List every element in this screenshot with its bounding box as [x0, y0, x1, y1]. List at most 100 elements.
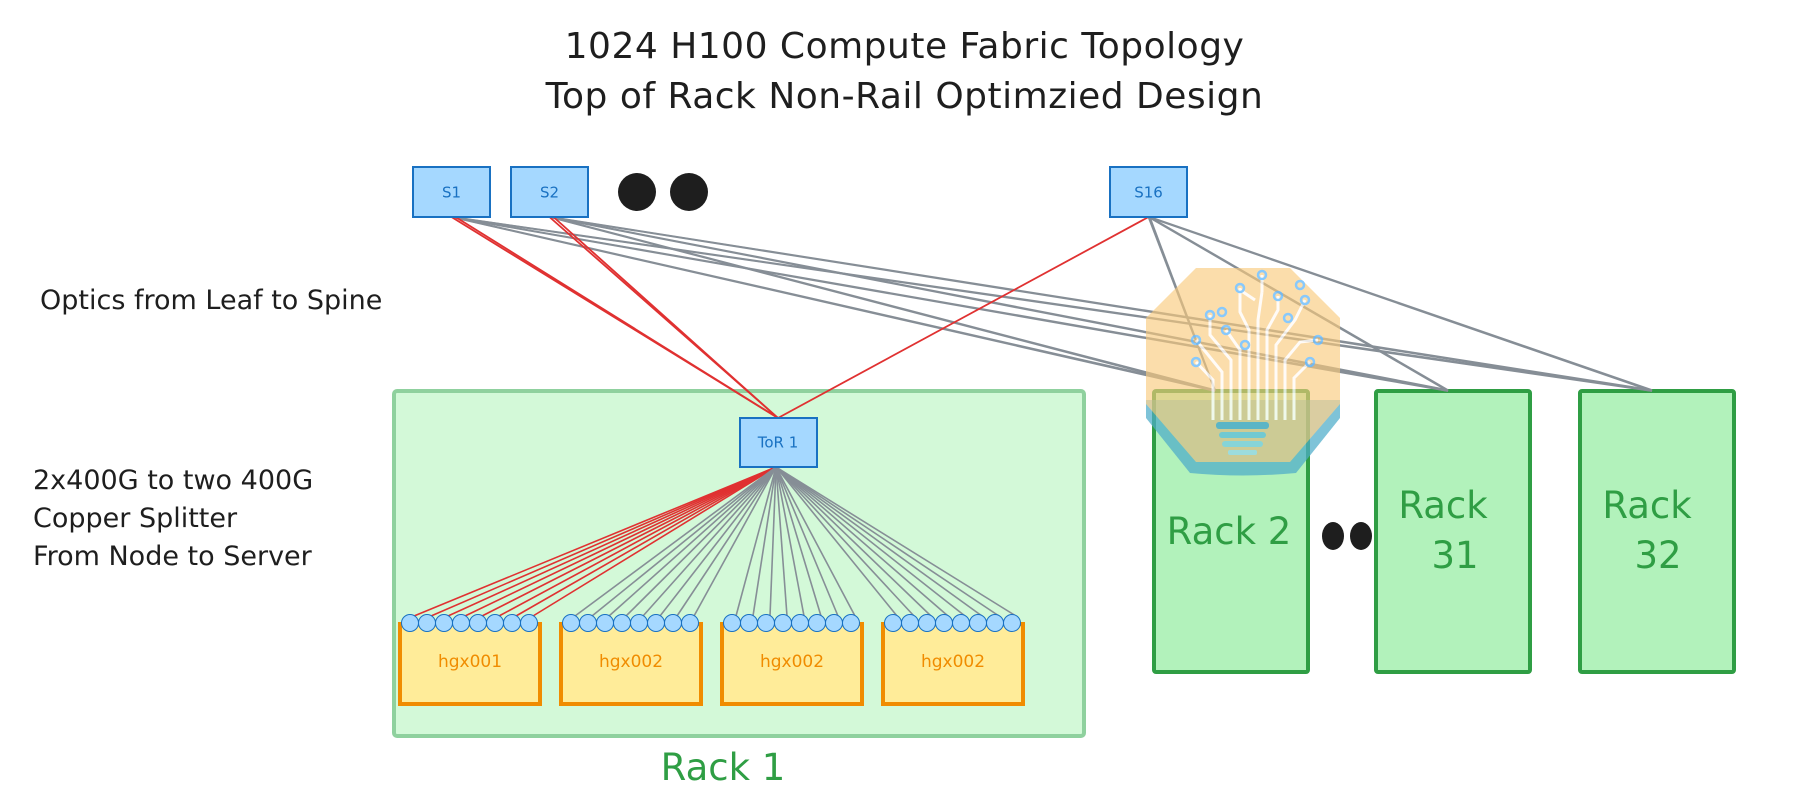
server-port[interactable] — [918, 614, 936, 632]
diagram-title-line2: Top of Rack Non-Rail Optimzied Design — [545, 76, 1264, 117]
server-port[interactable] — [596, 614, 614, 632]
server-port[interactable] — [579, 614, 597, 632]
server-port[interactable] — [486, 614, 504, 632]
spine-label-s16: S16 — [1134, 184, 1163, 202]
spine-to-rack2-link — [452, 216, 1216, 391]
server-port[interactable] — [1003, 614, 1021, 632]
spine-to-rack32-link — [452, 216, 1653, 391]
rack31-label-line1: Rack — [1398, 484, 1488, 527]
copper-annotation-line2: Copper Splitter — [33, 503, 238, 534]
server-port[interactable] — [969, 614, 987, 632]
server-label: hgx002 — [921, 652, 985, 672]
server-port[interactable] — [418, 614, 436, 632]
spine-to-rack2-link — [550, 216, 1216, 391]
spine-label-s1: S1 — [442, 184, 461, 202]
spine-to-tor1-link — [552, 216, 779, 419]
server-port[interactable] — [901, 614, 919, 632]
tor-to-server-link — [775, 466, 822, 617]
server-port[interactable] — [952, 614, 970, 632]
server-hgx002[interactable]: hgx002 — [720, 614, 864, 706]
server-box[interactable] — [398, 622, 542, 706]
server-port[interactable] — [842, 614, 860, 632]
server-port[interactable] — [647, 614, 665, 632]
rack32-label-line1: Rack — [1602, 484, 1692, 527]
server-label: hgx001 — [438, 652, 502, 672]
rack2-label: Rack 2 — [1167, 510, 1292, 553]
tor-to-server-link — [447, 466, 777, 617]
tor-to-server-link — [775, 466, 788, 617]
spine-to-rack32-link — [550, 216, 1653, 391]
tor-to-server-link — [642, 466, 777, 617]
server-box[interactable] — [881, 622, 1025, 706]
rack-ellipsis-dot — [1322, 522, 1344, 550]
server-port[interactable] — [562, 614, 580, 632]
spine-ellipsis-dot — [618, 173, 656, 211]
tor-to-server-link — [775, 466, 932, 617]
server-port[interactable] — [435, 614, 453, 632]
diagram-title-line1: 1024 H100 Compute Fabric Topology — [564, 26, 1245, 67]
rack1-label: Rack 1 — [661, 746, 786, 789]
copper-annotation-line1: 2x400G to two 400G — [33, 465, 314, 496]
tor-to-server-link — [775, 466, 1000, 617]
tor-to-server-link — [532, 466, 777, 617]
server-port[interactable] — [884, 614, 902, 632]
server-hgx002[interactable]: hgx002 — [559, 614, 703, 706]
tor-to-server-link — [775, 466, 949, 617]
server-port[interactable] — [520, 614, 538, 632]
copper-annotation-line3: From Node to Server — [33, 541, 312, 572]
server-port[interactable] — [452, 614, 470, 632]
tor-to-server-link — [735, 466, 777, 617]
server-port[interactable] — [791, 614, 809, 632]
server-port[interactable] — [740, 614, 758, 632]
rack32-box[interactable] — [1578, 389, 1736, 674]
spine-switch-s1[interactable] — [412, 166, 491, 218]
tor-to-server-link — [775, 466, 983, 617]
tor1-switch[interactable] — [739, 417, 818, 468]
server-label: hgx002 — [760, 652, 824, 672]
spine-to-tor1-link — [777, 216, 1149, 419]
tor-to-server-link — [775, 466, 1017, 617]
spine-switch-s2[interactable] — [510, 166, 589, 218]
tor-to-server-link — [676, 466, 777, 617]
server-hgx001[interactable]: hgx001 — [398, 614, 542, 706]
server-port[interactable] — [723, 614, 741, 632]
server-port[interactable] — [469, 614, 487, 632]
tor-to-server-link — [775, 466, 966, 617]
tor-to-server-link — [625, 466, 777, 617]
spine-switch-s16[interactable] — [1109, 166, 1188, 218]
tor-to-server-link — [693, 466, 777, 617]
tor-to-server-link — [775, 466, 839, 617]
tor-to-server-link — [515, 466, 777, 617]
tor-to-server-link — [481, 466, 777, 617]
server-port[interactable] — [986, 614, 1004, 632]
server-port[interactable] — [681, 614, 699, 632]
spine-to-tor1-link — [455, 216, 779, 419]
server-port[interactable] — [664, 614, 682, 632]
rack32-label-line2: 32 — [1634, 534, 1681, 577]
server-port[interactable] — [774, 614, 792, 632]
server-label: hgx002 — [599, 652, 663, 672]
optics-annotation: Optics from Leaf to Spine — [40, 285, 383, 316]
server-port[interactable] — [808, 614, 826, 632]
tor-to-server-link — [574, 466, 777, 617]
tor-to-server-link — [775, 466, 915, 617]
spine-label-s2: S2 — [540, 184, 559, 202]
server-port[interactable] — [825, 614, 843, 632]
server-port[interactable] — [613, 614, 631, 632]
server-port[interactable] — [401, 614, 419, 632]
server-port[interactable] — [757, 614, 775, 632]
server-port[interactable] — [630, 614, 648, 632]
tor-to-server-link — [775, 466, 805, 617]
server-hgx002[interactable]: hgx002 — [881, 614, 1025, 706]
circuit-lightbulb-icon — [1146, 268, 1340, 476]
rack31-box[interactable] — [1374, 389, 1532, 674]
tor-to-server-link — [498, 466, 777, 617]
tor-to-server-link — [775, 466, 898, 617]
server-port[interactable] — [935, 614, 953, 632]
rack-ellipsis-dot — [1350, 522, 1372, 550]
spine-ellipsis-dot — [670, 173, 708, 211]
tor1-label: ToR 1 — [757, 434, 799, 452]
server-port[interactable] — [503, 614, 521, 632]
spine-to-rack32-link — [1149, 216, 1653, 391]
